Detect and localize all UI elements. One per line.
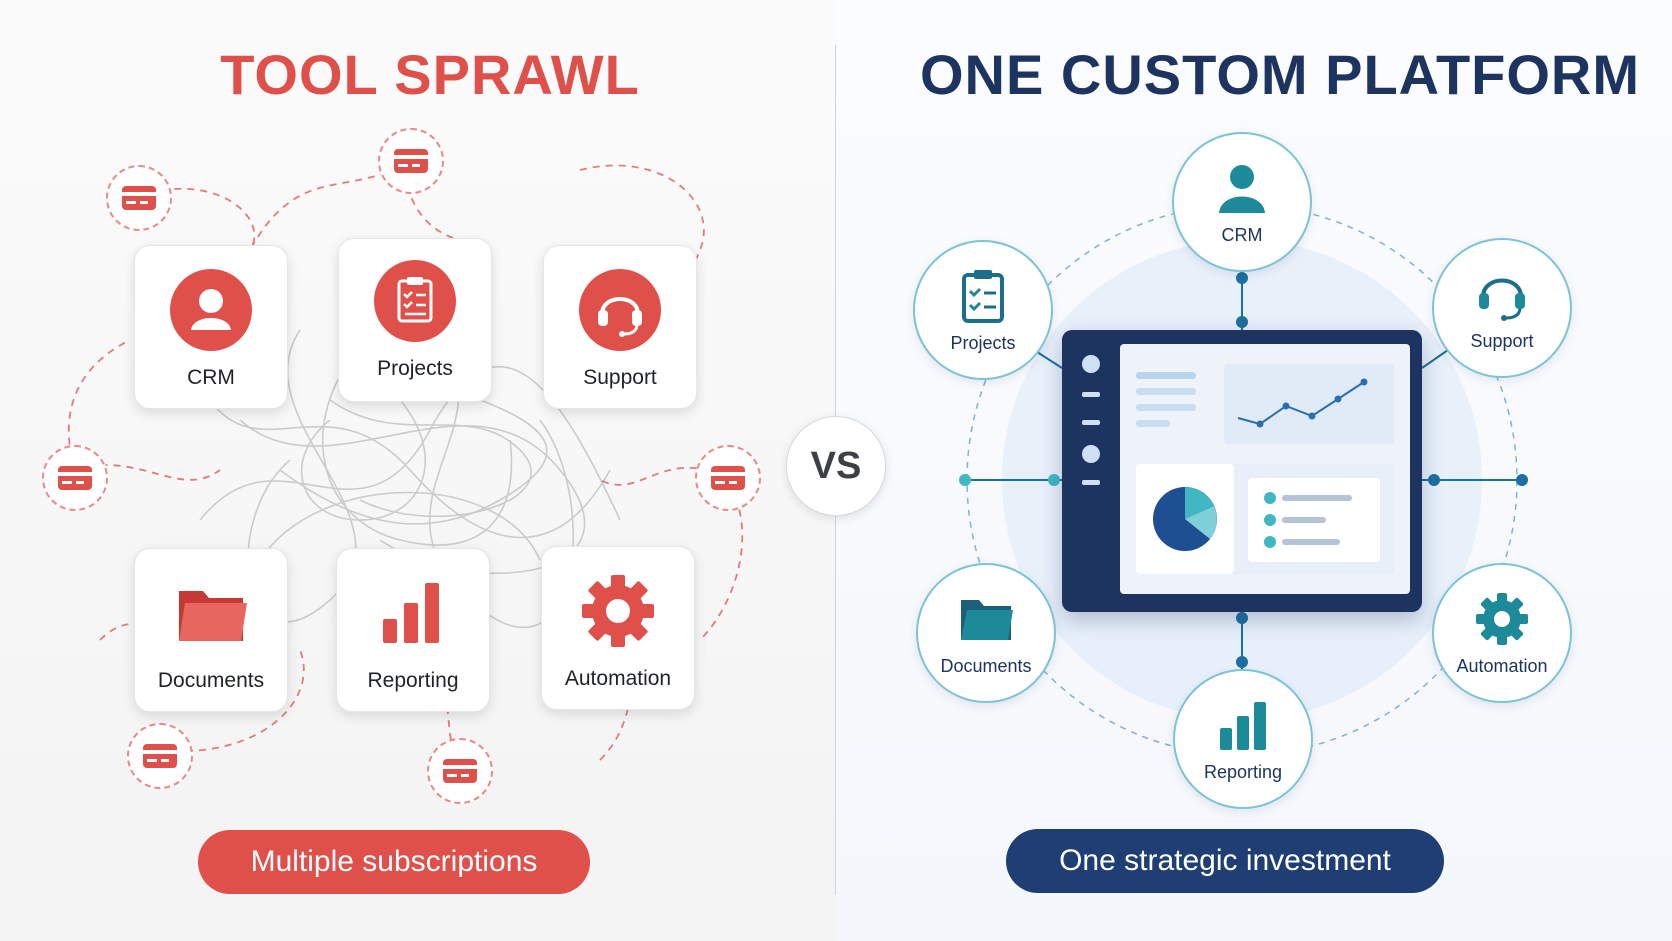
subscription-chip [378, 128, 444, 194]
bar-chart-icon [1220, 701, 1266, 750]
module-node-support: Support [1432, 238, 1572, 378]
folder-icon [179, 591, 247, 641]
tool-card-documents: Documents [134, 548, 288, 712]
credit-card-icon [58, 466, 92, 490]
credit-card-icon [394, 149, 428, 173]
credit-card-icon [122, 186, 156, 210]
module-node-documents: Documents [916, 563, 1056, 703]
bar-chart-icon [383, 583, 439, 643]
vs-badge: VS [786, 416, 886, 516]
credit-card-icon [143, 744, 177, 768]
dashboard-hub [1062, 330, 1422, 612]
subscription-chip [106, 165, 172, 231]
right-title: ONE CUSTOM PLATFORM [920, 43, 1641, 106]
tool-card-projects: Projects [338, 238, 492, 402]
headset-icon [1479, 278, 1525, 321]
tool-card-automation: Automation [541, 546, 695, 710]
module-label: Documents [940, 655, 1032, 676]
subscription-chip [127, 723, 193, 789]
gear-icon [582, 575, 654, 647]
credit-card-icon [711, 466, 745, 490]
module-label: CRM [1221, 224, 1263, 245]
user-icon [170, 269, 252, 351]
tool-label: Support [583, 366, 657, 389]
dashboard-screen [1120, 344, 1410, 594]
tool-card-crm: CRM [134, 245, 288, 409]
subscription-chip [427, 738, 493, 804]
tool-card-reporting: Reporting [336, 548, 490, 712]
module-label: Support [1470, 330, 1534, 351]
subscription-chip [695, 445, 761, 511]
left-summary-badge: Multiple subscriptions [198, 830, 590, 894]
tool-label: Reporting [367, 669, 459, 692]
tool-label: Automation [564, 667, 672, 690]
module-node-reporting: Reporting [1173, 669, 1313, 809]
tool-card-support: Support [543, 245, 697, 409]
gear-icon [1476, 592, 1528, 645]
folder-icon [961, 599, 1013, 640]
user-icon [1219, 164, 1265, 213]
right-summary-badge: One strategic investment [1006, 829, 1444, 893]
module-label: Automation [1456, 655, 1548, 676]
module-label: Projects [950, 332, 1016, 353]
tool-label: Projects [377, 357, 453, 380]
left-title: TOOL SPRAWL [220, 43, 640, 106]
clipboard-icon [374, 260, 456, 342]
clipboard-icon [962, 269, 1004, 323]
credit-card-icon [443, 759, 477, 783]
module-node-crm: CRM [1172, 132, 1312, 272]
tool-label: Documents [157, 669, 265, 692]
dashboard-icon [1136, 364, 1394, 574]
dashboard-sidebar-icons [1082, 355, 1100, 485]
module-node-projects: Projects [913, 240, 1053, 380]
headset-icon [579, 269, 661, 351]
tool-label: CRM [187, 366, 235, 389]
subscription-chip [42, 445, 108, 511]
module-label: Reporting [1203, 761, 1283, 782]
module-node-automation: Automation [1432, 563, 1572, 703]
